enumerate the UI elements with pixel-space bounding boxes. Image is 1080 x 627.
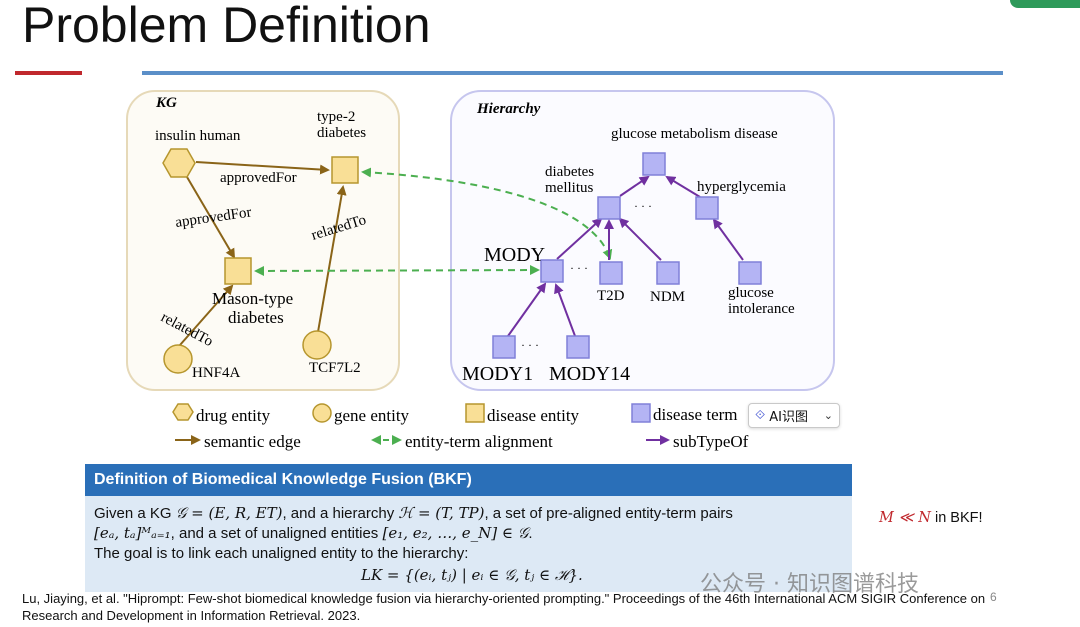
legend-disease-term-label: disease term	[653, 405, 738, 424]
label-tcf7l2: TCF7L2	[309, 360, 361, 376]
node-mason-type-diabetes	[224, 257, 252, 285]
edge-dm-gmd	[619, 175, 650, 197]
ai-chip-label: AI识图	[769, 410, 808, 425]
def-math-pairs: [eₐ, tₐ]ᴹₐ₌₁	[94, 524, 171, 542]
node-type2-diabetes	[331, 156, 359, 184]
edge-relatedto-1	[179, 284, 234, 346]
label-t2d: T2D	[597, 288, 625, 304]
node-mody14	[566, 335, 590, 359]
label-diabetes-mellitus: diabetes mellitus	[545, 164, 598, 196]
def-text: , and a set of unaligned entities	[170, 525, 383, 542]
alignment-t2d-to-t2d	[361, 167, 613, 260]
title-underline-red	[15, 71, 82, 75]
chevron-down-icon[interactable]: ⌄	[823, 409, 833, 422]
node-diabetes-mellitus	[597, 196, 621, 220]
definition-body: Given a KG 𝒢 = (E, R, ET), and a hierarc…	[85, 496, 852, 592]
node-mody1	[492, 335, 516, 359]
edge-hyper-gmd	[665, 175, 701, 198]
def-math-set: [e₁, e₂, …, e_N] ∈ 𝒢	[382, 524, 529, 542]
node-t2d	[599, 261, 623, 285]
kg-hierarchy-diagram: KG Hierarchy approvedFor approvedFor rel…	[126, 90, 835, 451]
def-math-lk: LK = {(eᵢ, tⱼ) | eᵢ ∈ 𝒢, tⱼ ∈ ℋ}.	[361, 566, 583, 584]
ai-image-recognition-button[interactable]: ⟐ AI识图 ⌄	[748, 403, 840, 428]
node-glucose-metabolism-disease	[642, 152, 666, 176]
label-insulin-human: insulin human	[155, 128, 241, 144]
edge-mody14-mody	[554, 283, 576, 337]
side-note: M ≪ N in BKF!	[879, 510, 983, 526]
ellipsis-mody1-mody14: · · ·	[521, 338, 539, 352]
ellipsis-mody-t2d: · · ·	[570, 261, 588, 275]
definition-header: Definition of Biomedical Knowledge Fusio…	[85, 464, 852, 496]
edge-mody1-mody	[507, 282, 547, 337]
node-insulin-human	[162, 148, 196, 178]
legend-drug-label: drug entity	[196, 406, 271, 425]
kg-panel-label: KG	[155, 95, 177, 111]
def-text: , and a hierarchy	[282, 505, 399, 522]
legend-semantic-edge-label: semantic edge	[204, 432, 301, 451]
node-hyperglycemia	[695, 196, 719, 220]
definition-line-2: [eₐ, tₐ]ᴹₐ₌₁, and a set of unaligned ent…	[94, 524, 533, 542]
edge-approvedfor-1	[195, 161, 330, 175]
edge-mody-dm	[556, 217, 603, 260]
def-text: .	[528, 525, 533, 542]
legend-alignment-label: entity-term alignment	[405, 432, 553, 451]
edge-approvedfor-2	[186, 176, 236, 259]
def-math-hierarchy: ℋ = (T, TP)	[398, 504, 485, 522]
corner-badge	[1010, 0, 1080, 8]
title-underline-blue	[142, 71, 1003, 75]
label-type2-diabetes: type-2 diabetes	[317, 109, 366, 141]
legend-disease-entity-icon	[465, 403, 485, 423]
edge-relatedto-2	[317, 185, 347, 333]
label-glucose-metabolism-disease: glucose metabolism disease	[611, 126, 778, 142]
definition-line-1: Given a KG 𝒢 = (E, R, ET), and a hierarc…	[94, 504, 733, 522]
side-note-math: M ≪ N	[879, 510, 931, 526]
legend-gene-icon	[312, 403, 332, 423]
node-mody	[540, 259, 564, 283]
label-hyperglycemia: hyperglycemia	[697, 179, 786, 195]
edge-ndm-dm	[618, 217, 662, 261]
legend-drug-icon	[172, 403, 194, 421]
def-text: Given a KG	[94, 505, 176, 522]
definition-line-3: The goal is to link each unaligned entit…	[94, 545, 469, 562]
node-glucose-intolerance	[738, 261, 762, 285]
ai-sparkle-icon: ⟐	[755, 408, 766, 423]
node-hnf4a	[163, 344, 193, 374]
label-hnf4a: HNF4A	[192, 365, 241, 381]
edge-gi-hyper	[712, 218, 744, 261]
page-number: 6	[990, 590, 997, 604]
edge-label-approvedfor-1: approvedFor	[220, 170, 297, 186]
def-math-kg: 𝒢 = (E, R, ET)	[175, 504, 283, 522]
def-text: , a set of pre-aligned entity-term pairs	[484, 505, 733, 522]
legend-disease-term-icon	[631, 403, 651, 423]
node-ndm	[656, 261, 680, 285]
page-title: Problem Definition	[22, 0, 431, 53]
hierarchy-panel-label: Hierarchy	[476, 101, 541, 117]
definition-line-4: LK = {(eᵢ, tⱼ) | eᵢ ∈ 𝒢, tⱼ ∈ ℋ}.	[361, 566, 583, 584]
legend-subtype-label: subTypeOf	[673, 432, 749, 451]
label-mody1: MODY1	[462, 363, 533, 385]
label-mody14: MODY14	[549, 363, 630, 385]
label-glucose-intolerance: glucose intolerance	[728, 285, 795, 317]
legend-gene-label: gene entity	[334, 406, 410, 425]
ellipsis-dm-hyper: · · ·	[634, 199, 652, 213]
watermark: 公众号 · 知识图谱科技	[700, 572, 919, 597]
legend-disease-entity-label: disease entity	[487, 406, 580, 425]
label-mason-type-diabetes: Mason-type diabetes	[212, 289, 297, 327]
label-ndm: NDM	[650, 289, 685, 305]
citation: Lu, Jiaying, et al. "Hiprompt: Few-shot …	[22, 591, 986, 623]
node-tcf7l2	[302, 330, 332, 360]
label-mody: MODY	[484, 244, 545, 266]
